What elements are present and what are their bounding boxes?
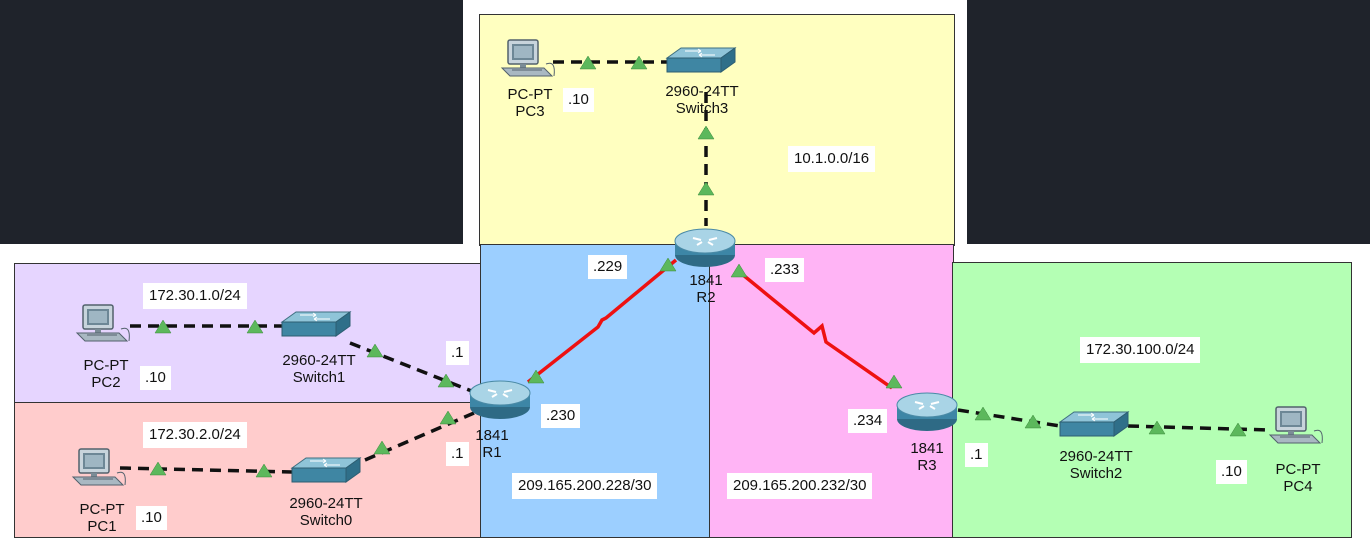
- ip-label-r2-left: .229: [588, 255, 628, 279]
- device-label-switch2: 2960-24TT Switch2: [1059, 448, 1132, 482]
- device-label-pc1: PC-PT PC1: [80, 501, 125, 535]
- link-up-markers: [149, 55, 1247, 478]
- switch1-icon[interactable]: [281, 311, 351, 337]
- link-up-marker: [439, 410, 457, 425]
- device-model: PC-PT: [83, 357, 129, 374]
- dark-background-right: [967, 0, 1370, 244]
- link-up-marker: [154, 319, 172, 334]
- serial-link-r1-r2: [526, 258, 678, 384]
- ip-label-r3-lan: .1: [965, 443, 988, 467]
- device-model: PC-PT: [1275, 461, 1321, 478]
- switch2-icon[interactable]: [1059, 411, 1129, 437]
- ip-label-pc1: .10: [136, 506, 167, 530]
- link-up-marker: [149, 461, 167, 476]
- ip-label-pc4: .10: [1216, 460, 1247, 484]
- device-model: 2960-24TT: [282, 352, 356, 369]
- device-label-switch0: 2960-24TT Switch0: [289, 495, 362, 529]
- network-label-r2-r3-wan: 209.165.200.232/30: [727, 473, 873, 499]
- link-up-marker: [579, 55, 597, 70]
- device-model: 1841: [475, 427, 509, 444]
- link-up-marker: [885, 374, 903, 389]
- link-up-marker: [697, 181, 715, 196]
- switch3-icon[interactable]: [666, 47, 736, 73]
- device-name: PC3: [515, 103, 545, 120]
- ip-label-pc3: .10: [563, 88, 594, 112]
- pc4-icon[interactable]: [1269, 406, 1324, 444]
- link-up-marker: [373, 440, 391, 455]
- zone-pc4-lan: [952, 262, 1352, 538]
- device-label-r3: 1841 R3: [910, 440, 943, 474]
- serial-link-r2-r3: [735, 268, 894, 390]
- device-name: R3: [917, 457, 937, 474]
- network-label-r1-r2-wan: 209.165.200.228/30: [512, 473, 658, 499]
- ip-label-r1-g0: .1: [446, 341, 469, 365]
- link-r3-switch2: [957, 408, 1061, 428]
- device-model: 1841: [689, 272, 723, 289]
- device-model: PC-PT: [507, 86, 553, 103]
- link-up-marker: [659, 257, 677, 272]
- device-name: PC1: [87, 518, 117, 535]
- device-name: R1: [482, 444, 502, 461]
- link-up-marker: [1148, 420, 1166, 435]
- device-name: Switch0: [299, 512, 353, 529]
- device-label-pc3: PC-PT PC3: [508, 86, 553, 120]
- link-up-marker: [527, 369, 545, 384]
- device-model: PC-PT: [79, 501, 125, 518]
- network-label-pc3-lan: 10.1.0.0/16: [788, 146, 876, 172]
- link-up-marker: [246, 319, 264, 334]
- device-model: 2960-24TT: [665, 83, 739, 100]
- link-up-marker: [1229, 422, 1247, 437]
- device-name: PC2: [91, 374, 121, 391]
- device-model: 2960-24TT: [1059, 448, 1133, 465]
- link-up-marker: [255, 463, 273, 478]
- link-up-marker: [437, 373, 455, 388]
- ip-label-r2-right: .233: [765, 258, 805, 282]
- link-up-marker: [730, 263, 748, 278]
- device-label-pc2: PC-PT PC2: [84, 357, 129, 391]
- pc2-icon[interactable]: [76, 304, 131, 342]
- ip-label-r1-wan: .230: [541, 404, 581, 428]
- device-label-r1: 1841 R1: [475, 427, 508, 461]
- network-label-pc4-lan: 172.30.100.0/24: [1080, 337, 1201, 363]
- network-label-pc2-lan: 172.30.1.0/24: [143, 283, 247, 309]
- r3-router-icon[interactable]: [896, 392, 958, 432]
- r2-router-icon[interactable]: [674, 228, 736, 268]
- link-up-marker: [697, 125, 715, 140]
- r1-router-icon[interactable]: [469, 380, 531, 420]
- device-label-r2: 1841 R2: [689, 272, 722, 306]
- ip-label-r1-g1: .1: [446, 442, 469, 466]
- device-label-switch3: 2960-24TT Switch3: [665, 83, 738, 117]
- link-up-marker: [366, 343, 384, 358]
- device-name: R2: [696, 289, 716, 306]
- device-model: 2960-24TT: [289, 495, 363, 512]
- link-pc1-switch0: [119, 466, 293, 474]
- pc3-icon[interactable]: [501, 39, 556, 77]
- device-label-switch1: 2960-24TT Switch1: [282, 352, 355, 386]
- device-name: PC4: [1283, 478, 1313, 495]
- link-up-marker: [630, 55, 648, 70]
- link-up-marker: [974, 406, 992, 421]
- device-name: Switch1: [292, 369, 346, 386]
- device-label-pc4: PC-PT PC4: [1276, 461, 1321, 495]
- link-up-marker: [1024, 414, 1042, 429]
- device-name: Switch2: [1069, 465, 1123, 482]
- ip-label-pc2: .10: [140, 366, 171, 390]
- dark-background-left: [0, 0, 463, 244]
- link-switch2-pc4: [1127, 424, 1271, 432]
- device-name: Switch3: [675, 100, 729, 117]
- device-model: 1841: [910, 440, 944, 457]
- pc1-icon[interactable]: [72, 448, 127, 486]
- ip-label-r3-wan: .234: [848, 409, 888, 433]
- switch0-icon[interactable]: [291, 457, 361, 483]
- network-label-pc1-lan: 172.30.2.0/24: [143, 422, 247, 448]
